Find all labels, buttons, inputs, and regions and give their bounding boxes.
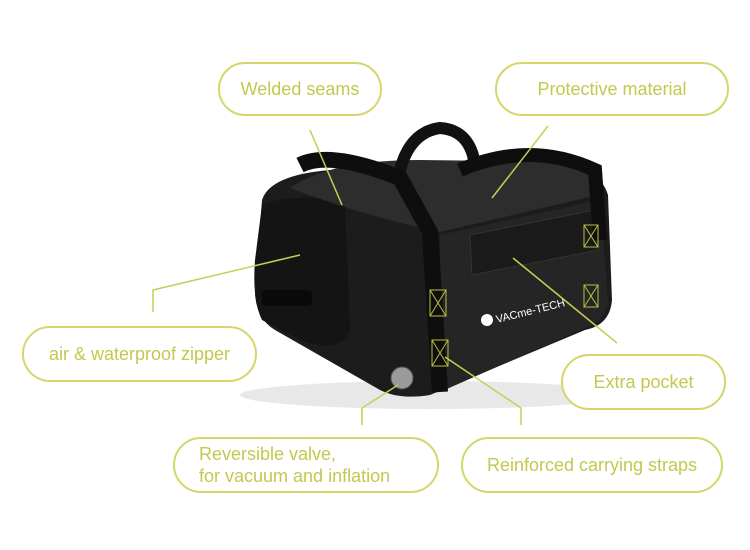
logo-mark (481, 314, 493, 326)
callout-label: Welded seams (240, 79, 360, 99)
callout-label: Extra pocket (593, 372, 694, 392)
callout-label: Protective material (537, 79, 687, 99)
callout-label: air & waterproof zipper (48, 344, 231, 364)
callout-protective-material: Protective material (495, 62, 729, 116)
side-handle (262, 290, 312, 306)
bag-top-panel (290, 160, 599, 232)
callout-label-line1: Reversible valve, (199, 444, 337, 464)
callout-carrying-straps: Reinforced carrying straps (461, 437, 723, 493)
callout-zipper: air & waterproof zipper (22, 326, 257, 382)
callout-label-line2: for vacuum and inflation (199, 466, 391, 486)
callout-label: Reinforced carrying straps (486, 455, 698, 475)
leader-protective-material (491, 125, 549, 199)
leader-zipper (152, 254, 301, 312)
leader-extra-pocket (512, 257, 618, 344)
callout-welded-seams: Welded seams (218, 62, 382, 116)
leader-welded-seams (309, 129, 343, 206)
top-handle (394, 121, 481, 172)
leader-straps (444, 356, 522, 425)
shoulder-strap-2 (457, 148, 607, 241)
valve (390, 366, 414, 390)
callout-reversible-valve: Reversible valve, for vacuum and inflati… (173, 437, 439, 493)
bag-side-panel (254, 197, 350, 346)
callout-extra-pocket: Extra pocket (561, 354, 726, 410)
leader-lines (152, 125, 618, 425)
shoulder-strap (296, 151, 448, 393)
leader-valve (361, 384, 399, 425)
extra-pocket (469, 209, 599, 276)
strap-stitching (429, 224, 599, 367)
